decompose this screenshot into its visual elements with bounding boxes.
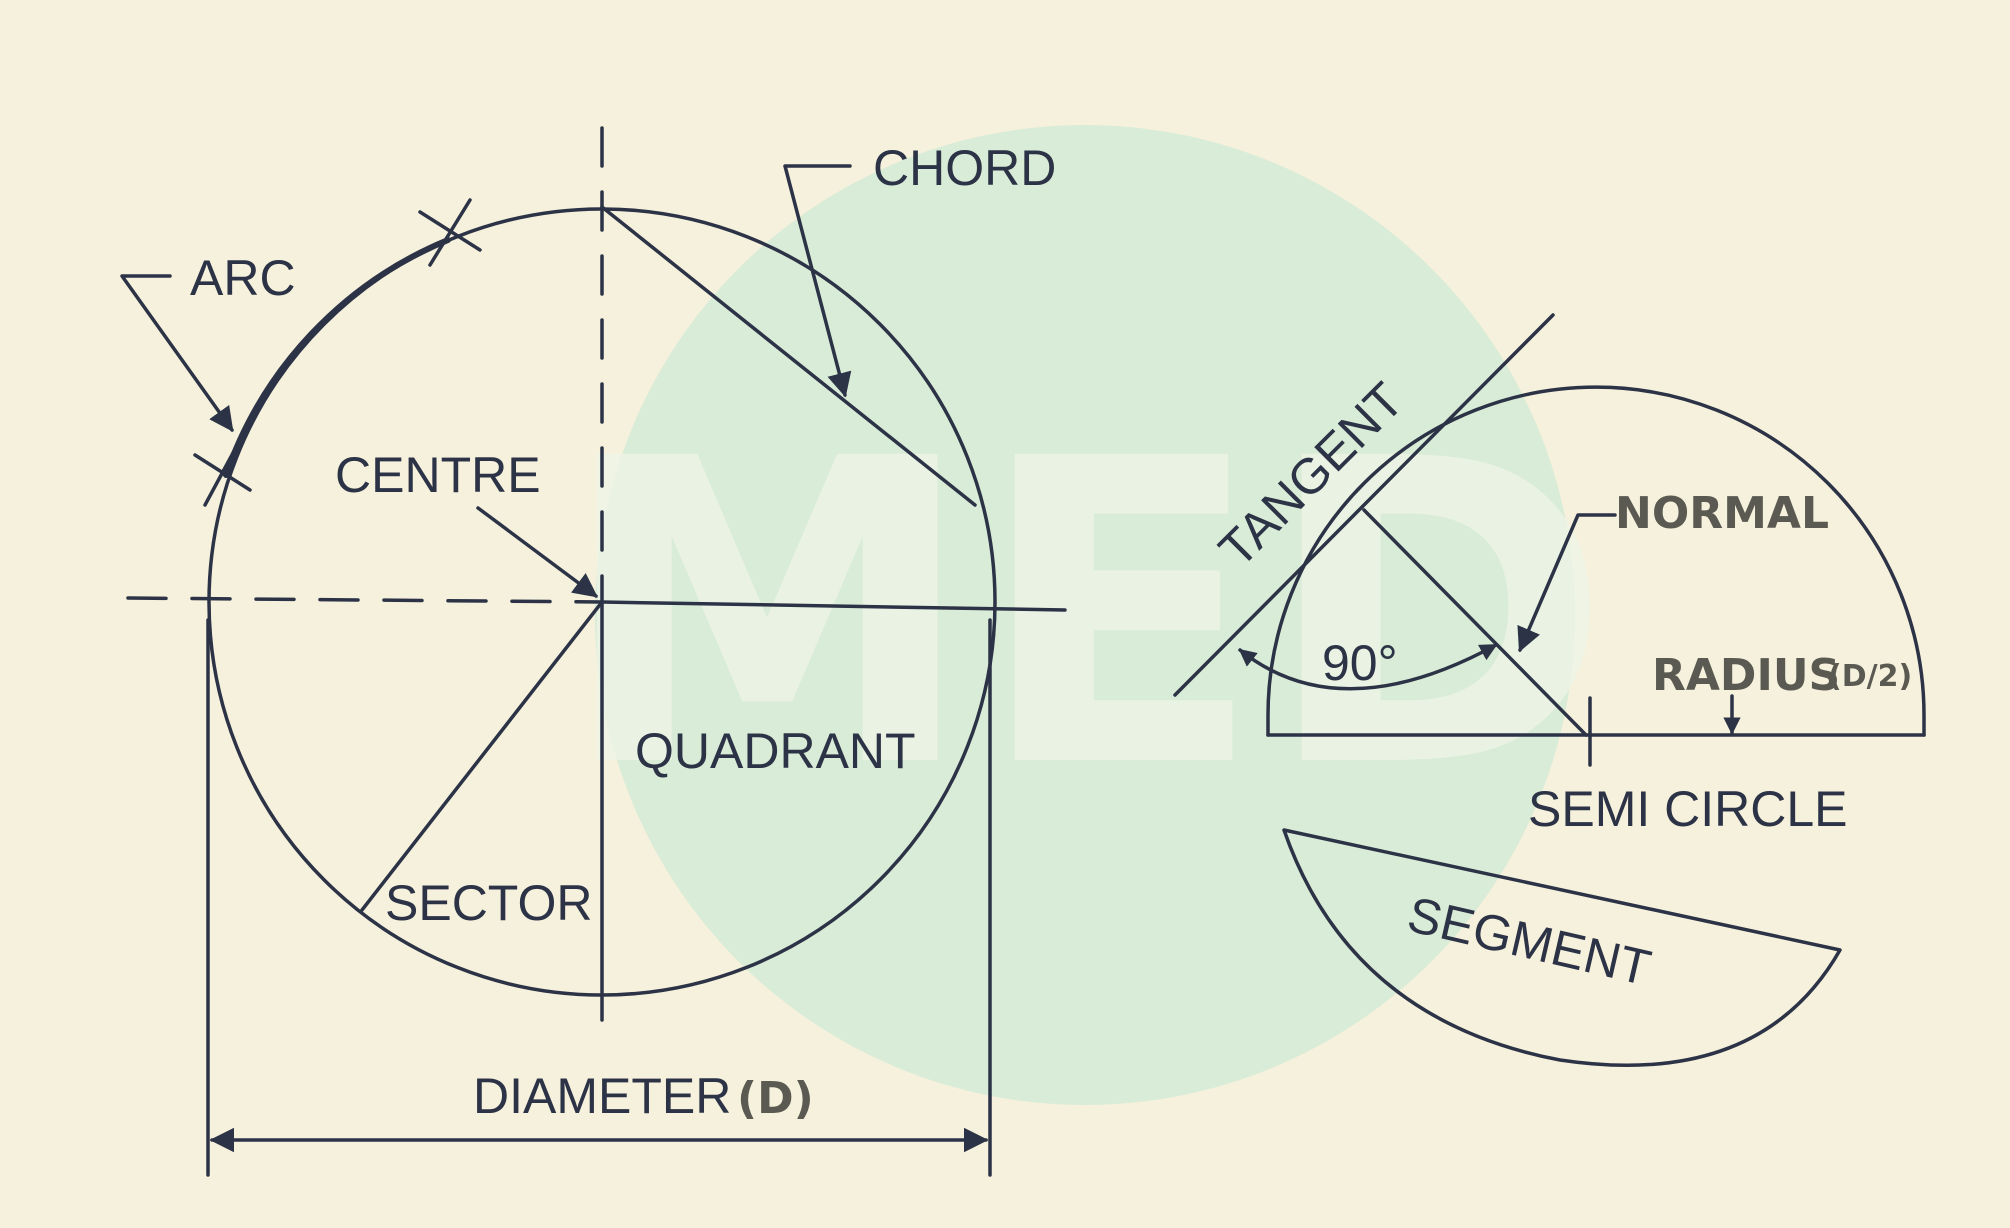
diameter-label-text: DIAMETER xyxy=(473,1068,731,1124)
horizontal-centre-line-dashed xyxy=(126,596,604,604)
arc-tick-top xyxy=(418,198,482,267)
right-angle-arc xyxy=(1238,643,1498,691)
arc-label: ARC xyxy=(190,250,296,306)
sector-label: SECTOR xyxy=(385,875,592,931)
normal-label: NORMAL xyxy=(1615,488,1829,539)
centre-leader xyxy=(476,506,598,598)
arc-segment xyxy=(223,237,451,478)
chord-line xyxy=(600,205,977,507)
centre-label: CENTRE xyxy=(335,447,541,503)
watermark: MED xyxy=(558,125,1612,1105)
arc-leader xyxy=(120,274,234,432)
chord-leader xyxy=(783,164,852,398)
angle-label: 90° xyxy=(1322,635,1398,691)
segment-group xyxy=(1282,828,1842,1067)
radius-label: RADIUS xyxy=(1652,650,1840,701)
chord-label: CHORD xyxy=(873,140,1056,196)
normal-leader xyxy=(1517,513,1617,653)
semi-circle-group xyxy=(1173,313,1926,767)
diameter-symbol: (D) xyxy=(737,1073,814,1124)
sector-radius-line xyxy=(360,600,604,912)
semi-circle-label: SEMI CIRCLE xyxy=(1528,781,1848,837)
horizontal-centre-line xyxy=(600,600,1067,612)
tangent-line xyxy=(1173,313,1555,697)
quadrant-label: QUADRANT xyxy=(635,723,916,779)
watermark-text: MED xyxy=(558,371,1612,860)
main-circle-group xyxy=(120,126,1067,1177)
radius-symbol: (D/2) xyxy=(1828,659,1912,694)
normal-line xyxy=(1362,508,1588,737)
segment-shape xyxy=(1282,828,1842,1067)
arc-tick-left xyxy=(193,438,252,507)
diameter-label: DIAMETER xyxy=(473,1068,731,1124)
